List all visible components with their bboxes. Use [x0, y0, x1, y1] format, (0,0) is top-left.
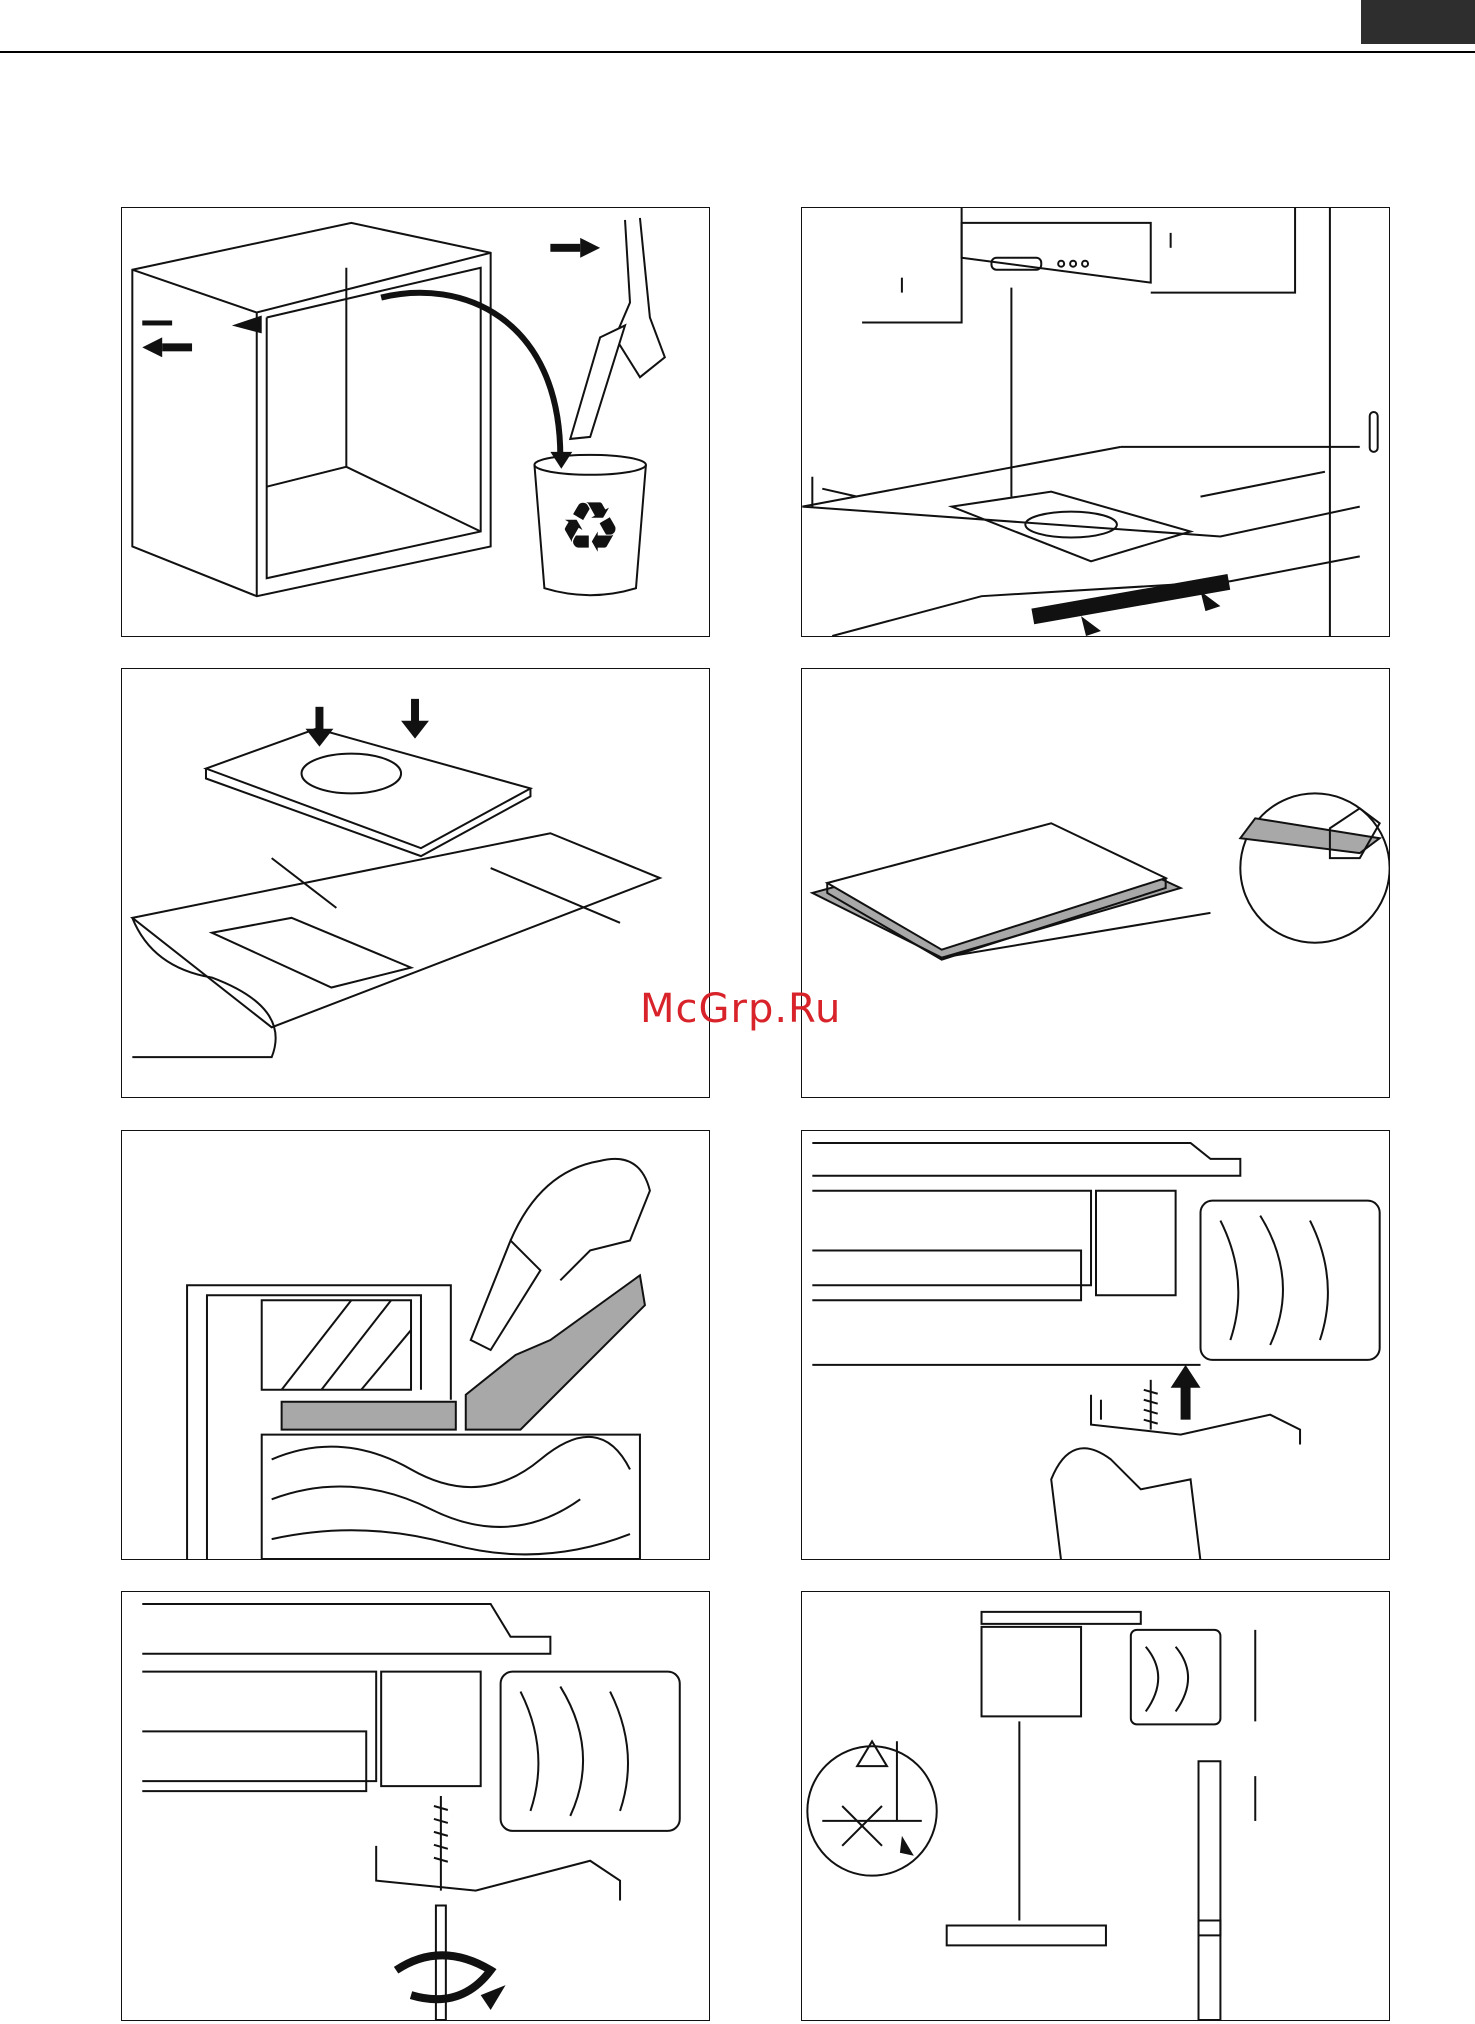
header-rule: [0, 51, 1475, 53]
cross-icon: [842, 1806, 882, 1846]
svg-text:♻: ♻: [559, 487, 621, 568]
arrow-up-icon: [1171, 1365, 1201, 1420]
hob-icon: [206, 729, 530, 856]
trim-seal-illustration: [122, 1131, 709, 1559]
worktop-icon: [132, 833, 660, 1057]
panel-insert-bracket: [801, 1130, 1390, 1560]
knife-icon: [471, 1240, 541, 1349]
corner-page-tab: [1361, 0, 1475, 44]
bracket-icon: [1091, 1395, 1300, 1445]
insert-bracket-illustration: [802, 1131, 1389, 1559]
arrow-down-icon: [306, 699, 429, 747]
recycle-bin-icon: ♻: [534, 455, 645, 595]
magnifier-detail-icon: [1240, 793, 1389, 942]
cabinet-illustration: ♻: [122, 208, 709, 636]
arrow-icon: [550, 238, 600, 258]
screwdriver-icon: [434, 1796, 448, 2020]
bracket-icon: [376, 1846, 620, 1901]
panel-hob-cutout: [121, 668, 710, 1098]
warning-icon: [857, 1741, 887, 1766]
hob-cutout-illustration: [122, 669, 709, 1097]
panel-trim-seal: [121, 1130, 710, 1560]
panel-seal-strip: [801, 668, 1390, 1098]
hob-icon: [812, 823, 1180, 959]
panel-hood-clearance: [801, 207, 1390, 637]
tighten-screw-illustration: [122, 1592, 709, 2020]
hand-icon: [1051, 1448, 1200, 1559]
panel-cabinet-remove-rail: ♻: [121, 207, 710, 637]
panel-tighten-screw: [121, 1591, 710, 2021]
screw-icon: [1144, 1380, 1158, 1430]
hood-clearance-illustration: [802, 208, 1389, 636]
panel-clearance-warning: [801, 1591, 1390, 2021]
arrow-icon: [142, 337, 192, 357]
clearance-warning-illustration: [802, 1592, 1389, 2020]
watermark-text: McGrp.Ru: [640, 986, 841, 1032]
rotate-icon: [396, 1955, 505, 2010]
wood-section-icon: [1201, 1201, 1380, 1360]
wood-section-icon: [947, 1630, 1221, 2020]
range-hood-icon: [962, 223, 1151, 283]
wood-section-icon: [501, 1672, 680, 1831]
seal-strip-illustration: [802, 669, 1389, 1097]
